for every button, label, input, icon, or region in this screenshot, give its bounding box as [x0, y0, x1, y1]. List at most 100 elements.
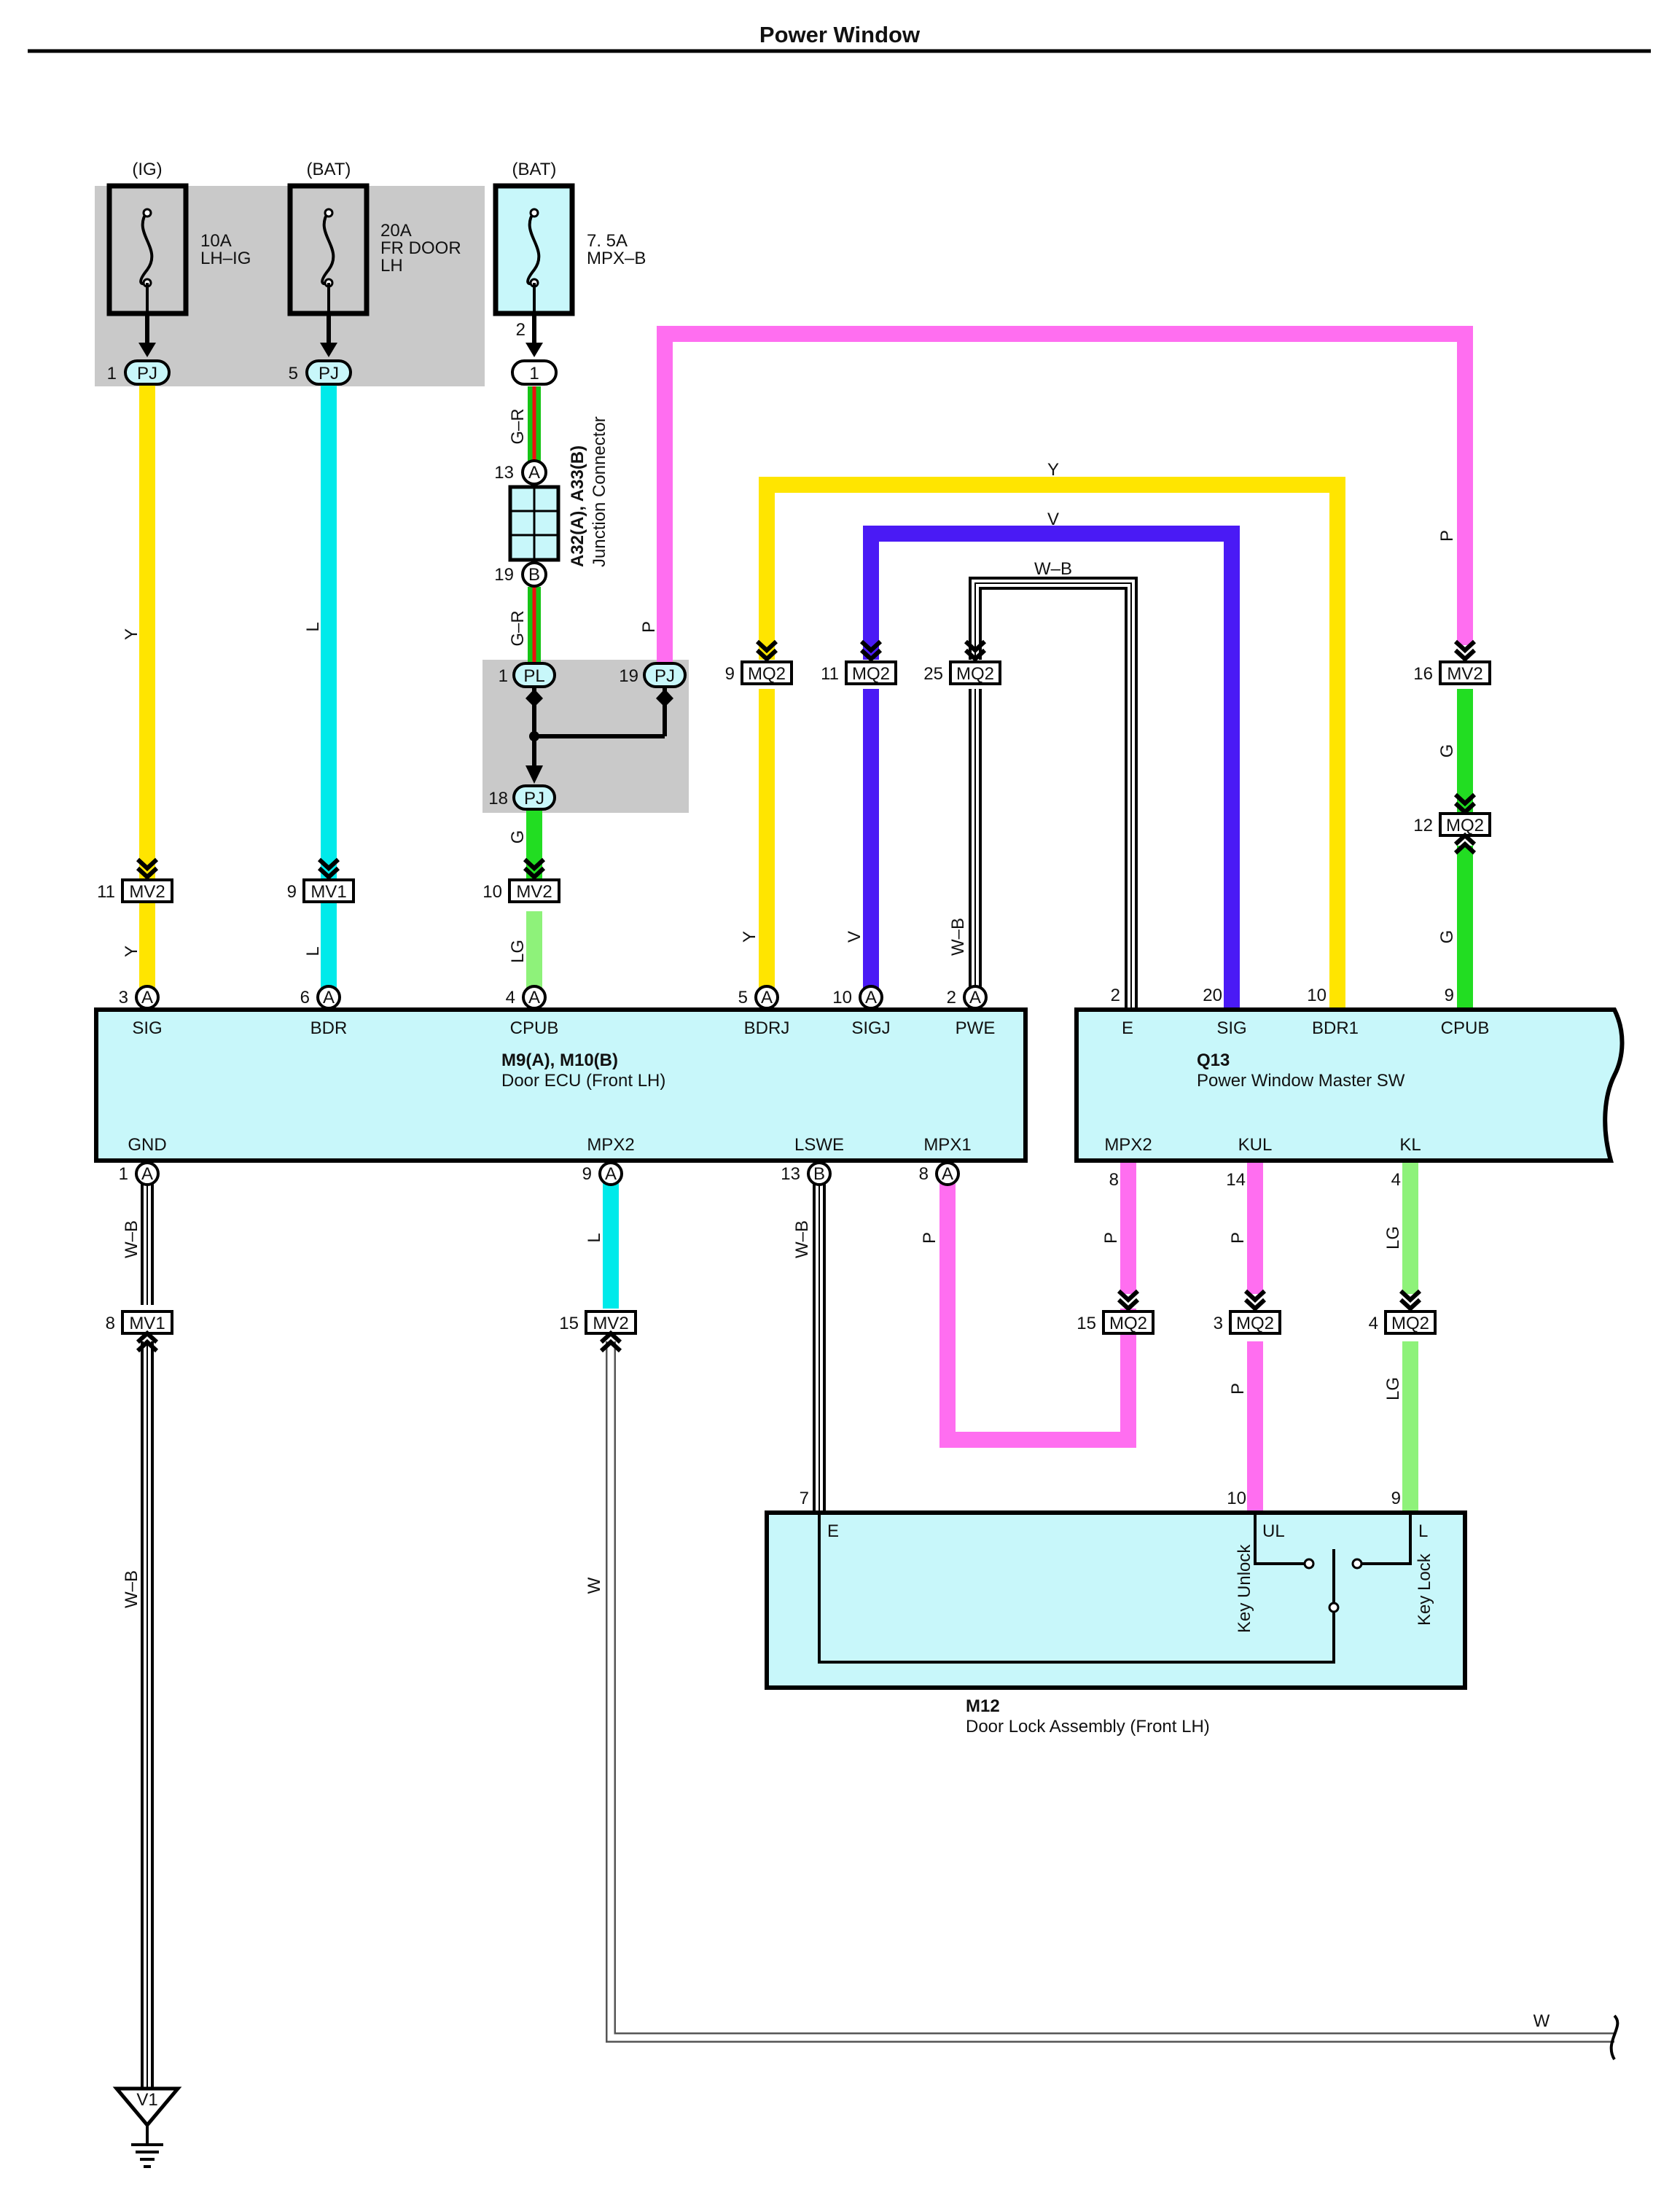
- power-window-master-sw: Q13 Power Window Master SW 2 E 20 SIG 10…: [1074, 986, 1625, 1190]
- svg-text:2: 2: [516, 320, 526, 340]
- svg-text:LG: LG: [1383, 1377, 1403, 1400]
- door-lock-id: M12: [966, 1696, 1000, 1716]
- svg-text:G: G: [508, 830, 528, 844]
- ecu-pin-lswe: LSWE B 13: [781, 1135, 844, 1186]
- wire-y-loop: [759, 477, 1345, 1010]
- svg-text:B: B: [813, 1164, 825, 1184]
- svg-text:MV2: MV2: [593, 1314, 628, 1333]
- svg-text:13: 13: [781, 1164, 800, 1184]
- svg-text:18: 18: [488, 789, 508, 808]
- svg-text:Y: Y: [122, 946, 141, 957]
- svg-text:19: 19: [494, 565, 514, 585]
- svg-text:A: A: [605, 1164, 617, 1184]
- ecu-pin-bdr: A 6 BDR: [300, 985, 347, 1038]
- svg-text:LG: LG: [1383, 1226, 1403, 1250]
- conn-mq2-9: MQ2 9: [725, 642, 793, 685]
- svg-text:4: 4: [506, 988, 515, 1007]
- svg-text:MQ2: MQ2: [852, 664, 890, 684]
- svg-text:10: 10: [832, 988, 852, 1007]
- svg-text:UL: UL: [1262, 1521, 1285, 1541]
- svg-text:8: 8: [1109, 1170, 1119, 1190]
- svg-text:Y: Y: [740, 931, 759, 943]
- svg-text:V: V: [845, 931, 864, 943]
- svg-text:PJ: PJ: [655, 666, 675, 686]
- svg-text:11: 11: [97, 882, 115, 902]
- ecu-pin-sig: A 3 SIG: [119, 985, 163, 1038]
- conn-1-mpxb: 1 2: [511, 320, 558, 386]
- svg-text:5: 5: [738, 988, 748, 1007]
- conn-mq2-4: MQ2 4: [1369, 1291, 1437, 1335]
- svg-text:2: 2: [1111, 986, 1120, 1005]
- svg-text:MQ2: MQ2: [748, 664, 786, 684]
- svg-text:W–B: W–B: [122, 1220, 141, 1258]
- svg-text:LG: LG: [508, 940, 528, 963]
- svg-text:1: 1: [499, 666, 508, 686]
- ecu-pin-mpx1: MPX1 A 8: [919, 1135, 972, 1186]
- ecu-pin-pwe: A 2 PWE: [947, 985, 996, 1038]
- fuse-3-rating: 7. 5A: [587, 231, 628, 251]
- svg-text:6: 6: [300, 988, 310, 1007]
- fuse-2-name: FR DOOR: [380, 238, 461, 258]
- svg-text:A: A: [141, 988, 153, 1007]
- svg-text:Y: Y: [1047, 460, 1059, 480]
- svg-text:A: A: [969, 988, 981, 1007]
- svg-text:9: 9: [582, 1164, 592, 1184]
- svg-text:8: 8: [919, 1164, 929, 1184]
- svg-text:W–B: W–B: [792, 1220, 812, 1258]
- wire-p-loop: [657, 326, 1473, 674]
- svg-text:15: 15: [559, 1314, 579, 1333]
- svg-text:L: L: [585, 1233, 604, 1242]
- ecu-pin-cpub: A 4 CPUB: [506, 985, 558, 1038]
- svg-text:A: A: [528, 463, 540, 483]
- svg-text:L: L: [1418, 1521, 1428, 1541]
- svg-text:PWE: PWE: [956, 1018, 996, 1038]
- svg-text:12: 12: [1413, 816, 1433, 835]
- svg-text:SIG: SIG: [132, 1018, 162, 1038]
- svg-text:2: 2: [947, 988, 956, 1007]
- svg-text:A: A: [528, 988, 540, 1007]
- svg-text:W–B: W–B: [1034, 559, 1072, 579]
- svg-text:25: 25: [923, 664, 943, 684]
- fuse-20a: (BAT) 20A FR DOOR LH: [287, 160, 461, 357]
- fuse-1-name: LH–IG: [200, 249, 251, 268]
- svg-text:13: 13: [494, 463, 514, 483]
- master-sw-name: Power Window Master SW: [1197, 1071, 1405, 1091]
- svg-text:PJ: PJ: [137, 364, 157, 383]
- svg-text:PJ: PJ: [524, 789, 544, 808]
- master-sw-id: Q13: [1197, 1050, 1230, 1070]
- svg-text:A: A: [323, 988, 335, 1007]
- conn-pj-1: PJ 1: [107, 359, 171, 386]
- svg-text:L: L: [303, 946, 323, 956]
- ground-v1: V1: [112, 2086, 182, 2168]
- svg-text:MQ2: MQ2: [956, 664, 994, 684]
- junction-connector: A 13 B 19 A32(A), A33(B) Junction Connec…: [494, 416, 609, 588]
- junction-id: A32(A), A33(B): [568, 445, 587, 567]
- svg-text:4: 4: [1391, 1170, 1401, 1190]
- conn-mv1-9: MV1 9: [287, 859, 355, 903]
- conn-mq2-12: MQ2 12: [1413, 795, 1491, 853]
- svg-text:9: 9: [725, 664, 735, 684]
- svg-text:A: A: [141, 1164, 153, 1184]
- door-lock-assembly: M12 Door Lock Assembly (Front LH) 7 E 10…: [765, 1489, 1467, 1736]
- svg-text:W: W: [1534, 2011, 1550, 2031]
- svg-text:P: P: [1101, 1232, 1121, 1244]
- fuse-2-source: (BAT): [307, 160, 351, 179]
- svg-text:20: 20: [1203, 986, 1222, 1005]
- svg-text:1: 1: [119, 1164, 128, 1184]
- ecu-pin-gnd: GND A 1: [119, 1135, 167, 1186]
- svg-text:PL: PL: [523, 666, 544, 686]
- fuse-3-name: MPX–B: [587, 249, 646, 268]
- svg-text:14: 14: [1226, 1170, 1246, 1190]
- conn-mv2-15: MV2 15: [559, 1310, 637, 1351]
- svg-text:V: V: [1047, 510, 1059, 529]
- svg-text:Y: Y: [122, 628, 141, 640]
- svg-text:7: 7: [800, 1489, 809, 1508]
- svg-text:9: 9: [1391, 1489, 1401, 1508]
- svg-text:E: E: [1122, 1018, 1133, 1038]
- svg-text:P: P: [639, 621, 659, 633]
- svg-text:GND: GND: [128, 1135, 166, 1155]
- svg-text:P: P: [1228, 1232, 1248, 1244]
- svg-text:MQ2: MQ2: [1236, 1314, 1274, 1333]
